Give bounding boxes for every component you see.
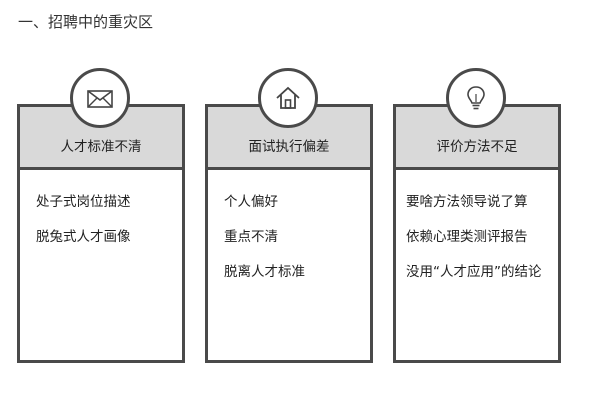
list-item: 要啥方法领导说了算 [406, 194, 528, 210]
card-body: 个人偏好 重点不清 脱离人才标准 [208, 170, 370, 281]
card-body: 要啥方法领导说了算 依赖心理类测评报告 没用“人才应用”的结论 [396, 170, 558, 281]
list-item: 没用“人才应用”的结论 [406, 264, 542, 280]
problem-card-interview-deviation: 面试执行偏差 个人偏好 重点不清 脱离人才标准 [205, 104, 373, 363]
list-item: 脱兔式人才画像 [36, 229, 131, 245]
list-item: 脱离人才标准 [224, 264, 305, 280]
envelope-icon [70, 68, 130, 128]
lightbulb-icon [446, 68, 506, 128]
house-icon [258, 68, 318, 128]
list-item: 个人偏好 [224, 194, 278, 210]
list-item: 重点不清 [224, 229, 278, 245]
problem-card-talent-standard: 人才标准不清 处子式岗位描述 脱兔式人才画像 [17, 104, 185, 363]
card-body: 处子式岗位描述 脱兔式人才画像 [20, 170, 182, 246]
problem-card-evaluation-method: 评价方法不足 要啥方法领导说了算 依赖心理类测评报告 没用“人才应用”的结论 [393, 104, 561, 363]
list-item: 依赖心理类测评报告 [406, 229, 528, 245]
card-title: 面试执行偏差 [248, 139, 330, 155]
card-title: 评价方法不足 [436, 139, 518, 155]
card-title: 人才标准不清 [60, 139, 142, 155]
page-title: 一、招聘中的重灾区 [18, 13, 154, 31]
list-item: 处子式岗位描述 [36, 194, 131, 210]
